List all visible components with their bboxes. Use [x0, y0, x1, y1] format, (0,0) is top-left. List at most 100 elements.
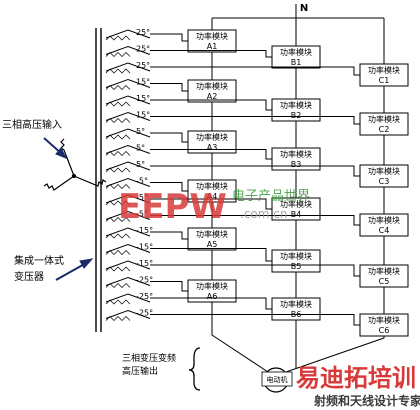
output-wire-a	[211, 302, 269, 373]
coil	[105, 250, 131, 255]
module-title: 功率模块	[368, 114, 400, 124]
winding-angle: 5°	[136, 127, 145, 136]
input-star-symbol	[43, 138, 107, 191]
winding-wire	[150, 281, 188, 292]
module-title: 功率模块	[368, 166, 400, 176]
coil	[105, 283, 131, 288]
coil	[105, 85, 131, 90]
winding-shape	[105, 45, 151, 55]
winding: -5°	[105, 177, 188, 192]
module-id: A5	[207, 240, 218, 249]
output-label-line2: 高压输出	[122, 365, 158, 377]
winding: 5°	[105, 144, 272, 160]
neutral-label: N	[300, 3, 308, 14]
winding: -15°	[105, 243, 272, 262]
winding: -15°	[105, 259, 360, 277]
winding-angle: -25°	[136, 292, 153, 301]
winding-shape	[105, 309, 151, 319]
winding: 15°	[105, 78, 188, 92]
winding-shape	[105, 293, 151, 303]
module-title: 功率模块	[196, 281, 228, 291]
winding-shape	[105, 95, 151, 105]
winding-wire	[150, 314, 360, 326]
winding-angle: -15°	[136, 226, 153, 235]
module-id: C2	[379, 125, 390, 134]
winding: -5°	[105, 193, 272, 210]
coil	[105, 101, 131, 107]
winding-angle: 5°	[136, 144, 145, 153]
winding-wire	[150, 33, 188, 42]
module-id: A3	[207, 143, 218, 152]
winding-angle: -5°	[136, 193, 148, 202]
module-title: 功率模块	[368, 315, 400, 325]
module-id: A1	[207, 42, 218, 51]
winding: -5°	[105, 210, 360, 226]
winding-shape	[105, 177, 151, 187]
winding-angle: -15°	[136, 259, 153, 268]
coil	[105, 200, 131, 206]
watermark-bottom-logo: 易迪拓培训	[296, 364, 416, 392]
winding-wire	[150, 50, 272, 58]
module-title: 功率模块	[196, 81, 228, 91]
winding-angle: 25°	[136, 45, 150, 54]
winding-wire	[150, 99, 272, 111]
winding-shape	[105, 29, 151, 39]
winding-angle: 15°	[136, 111, 150, 120]
winding-angle: -5°	[136, 210, 148, 219]
watermark-center: EEPW 电子产品世界 .com.cn	[118, 187, 310, 227]
coil	[105, 217, 131, 222]
module-id: A6	[207, 292, 218, 301]
secondary-windings: 25°25°25°15°15°15°5°5°5°-5°-5°-5°-15°-15…	[105, 28, 360, 326]
coil	[105, 52, 131, 57]
winding-shape	[105, 210, 151, 220]
winding-shape	[105, 62, 151, 72]
coil	[105, 151, 131, 156]
winding-angle: 5°	[136, 160, 145, 169]
module-id: C1	[379, 76, 390, 85]
module-title: 功率模块	[280, 47, 312, 57]
winding-wire	[150, 83, 188, 92]
watermark-text: 电子产品世界	[232, 189, 310, 204]
winding: 5°	[105, 160, 360, 177]
winding-wire	[150, 198, 272, 210]
winding-wire	[150, 66, 360, 76]
winding-wire	[150, 149, 272, 160]
winding: 25°	[105, 28, 188, 42]
watermark-bottom-text: 射频和天线设计专家	[313, 393, 420, 408]
coil	[105, 299, 131, 305]
winding-angle: 25°	[136, 28, 150, 37]
coil	[105, 233, 131, 239]
output-label-line1: 三相变压变频	[122, 352, 176, 364]
coil	[105, 35, 131, 41]
module-id: C4	[379, 226, 390, 235]
winding-angle: 15°	[136, 78, 150, 87]
winding: -25°	[105, 276, 188, 292]
transformer-label-line1: 集成一体式	[14, 254, 64, 267]
winding-wire	[150, 165, 360, 177]
winding-wire	[150, 231, 188, 240]
module-id: B1	[291, 58, 302, 67]
watermark-url: .com.cn	[240, 207, 287, 221]
coil	[105, 134, 131, 140]
winding-shape	[105, 243, 151, 253]
module-id: C5	[379, 277, 390, 286]
winding-wire	[150, 215, 360, 226]
module-title: 功率模块	[196, 132, 228, 142]
input-label: 三相高压输入	[2, 118, 62, 131]
winding: 5°	[105, 127, 188, 143]
module-id: C6	[379, 326, 390, 335]
module-title: 功率模块	[368, 215, 400, 225]
